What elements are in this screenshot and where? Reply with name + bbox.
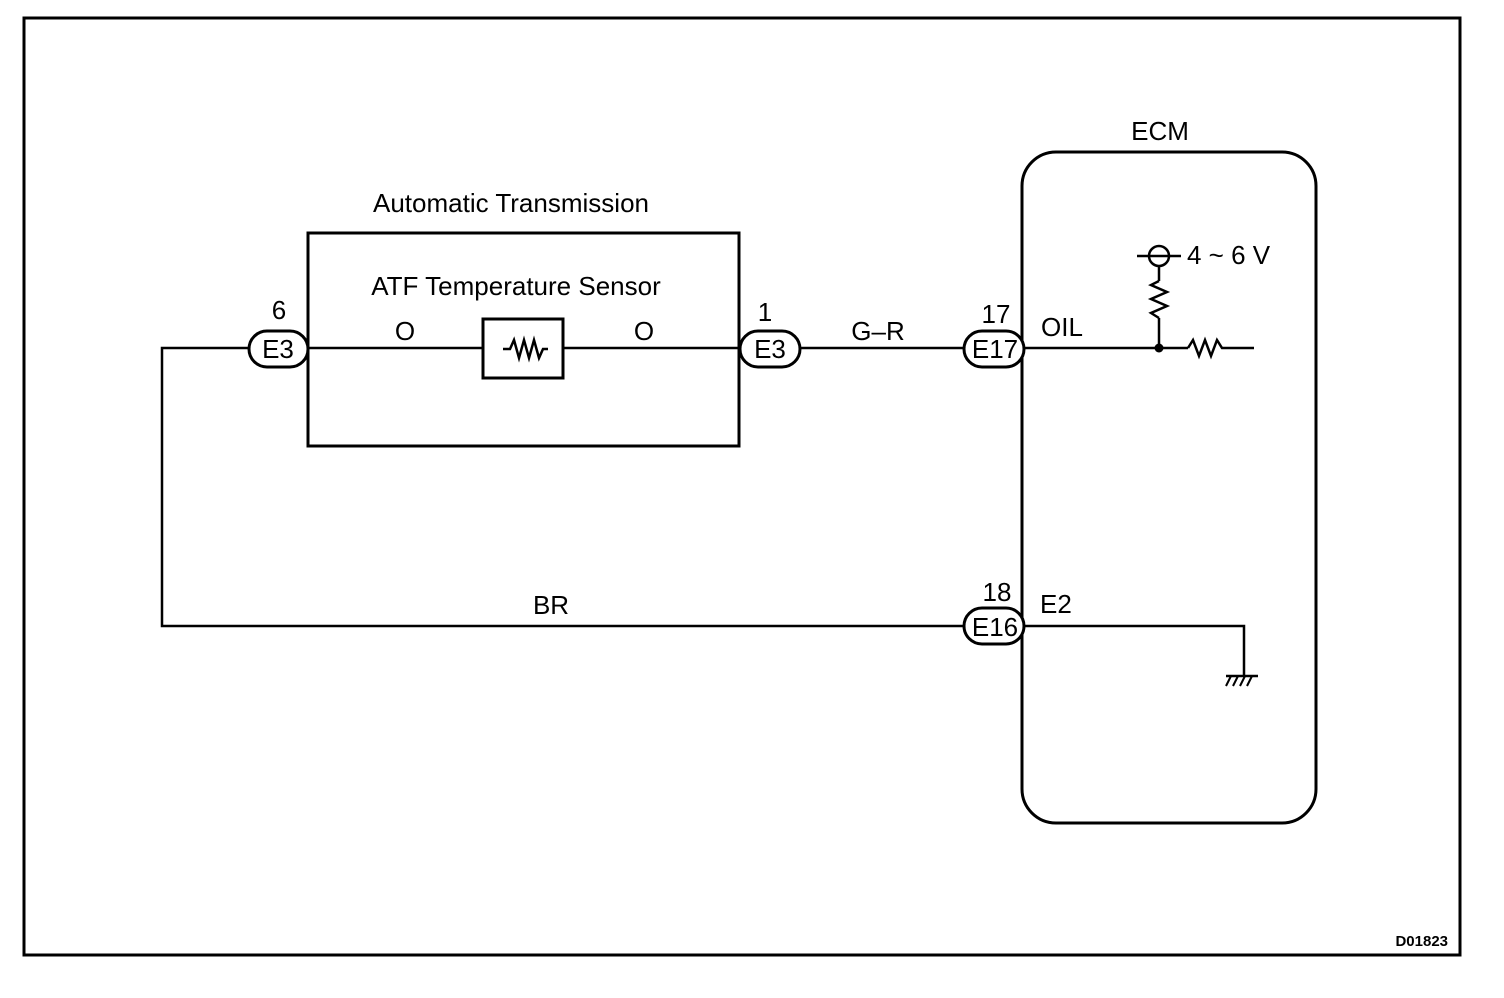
- wire-label-o-right: O: [634, 316, 654, 346]
- ecm-terminal-oil-label: OIL: [1041, 312, 1083, 342]
- sensor-resistor-icon: [503, 335, 548, 363]
- connector-e17-pin: 17: [982, 299, 1011, 329]
- ecm-e2-ground-wire: [1024, 624, 1246, 676]
- wire-br: [160, 346, 964, 628]
- connector-e17-name: E17: [972, 334, 1018, 364]
- wire-label-br: BR: [533, 590, 569, 620]
- ecm-label: ECM: [1131, 116, 1189, 146]
- automatic-transmission-box: [306, 231, 741, 448]
- ecm-pullup-resistor-icon: [1147, 279, 1171, 320]
- connector-e3-left: E3 6: [247, 295, 310, 369]
- connector-e3-right-shape: [738, 329, 802, 369]
- connector-e16-name: E16: [972, 612, 1018, 642]
- ecm-supply-voltage: 4 ~ 6 V: [1187, 240, 1271, 270]
- connector-e3-right-name: E3: [754, 334, 786, 364]
- ground-icon: [1225, 675, 1253, 687]
- figure-code: D01823: [1395, 933, 1448, 950]
- automatic-transmission-label: Automatic Transmission: [373, 188, 649, 218]
- wire-label-g-r: G–R: [851, 316, 904, 346]
- connector-e16-pin: 18: [983, 577, 1012, 607]
- diagram-frame: [22, 16, 1462, 957]
- connector-e3-right: E3 1: [738, 297, 802, 369]
- sensor-resistor-box: [481, 317, 565, 380]
- connector-e3-left-shape: [247, 329, 310, 369]
- wire-label-o-left: O: [395, 316, 415, 346]
- connector-e16: E16 18: [962, 577, 1026, 646]
- connector-e3-right-pin: 1: [758, 297, 772, 327]
- ecm-terminal-e2-label: E2: [1040, 589, 1072, 619]
- connector-e3-left-pin: 6: [272, 295, 286, 325]
- connector-e3-left-name: E3: [262, 334, 294, 364]
- atf-temperature-sensor-label: ATF Temperature Sensor: [371, 271, 661, 301]
- ecm-box: [1020, 150, 1318, 825]
- ecm-series-resistor-icon: [1186, 336, 1254, 360]
- connector-e17: E17 17: [962, 299, 1026, 369]
